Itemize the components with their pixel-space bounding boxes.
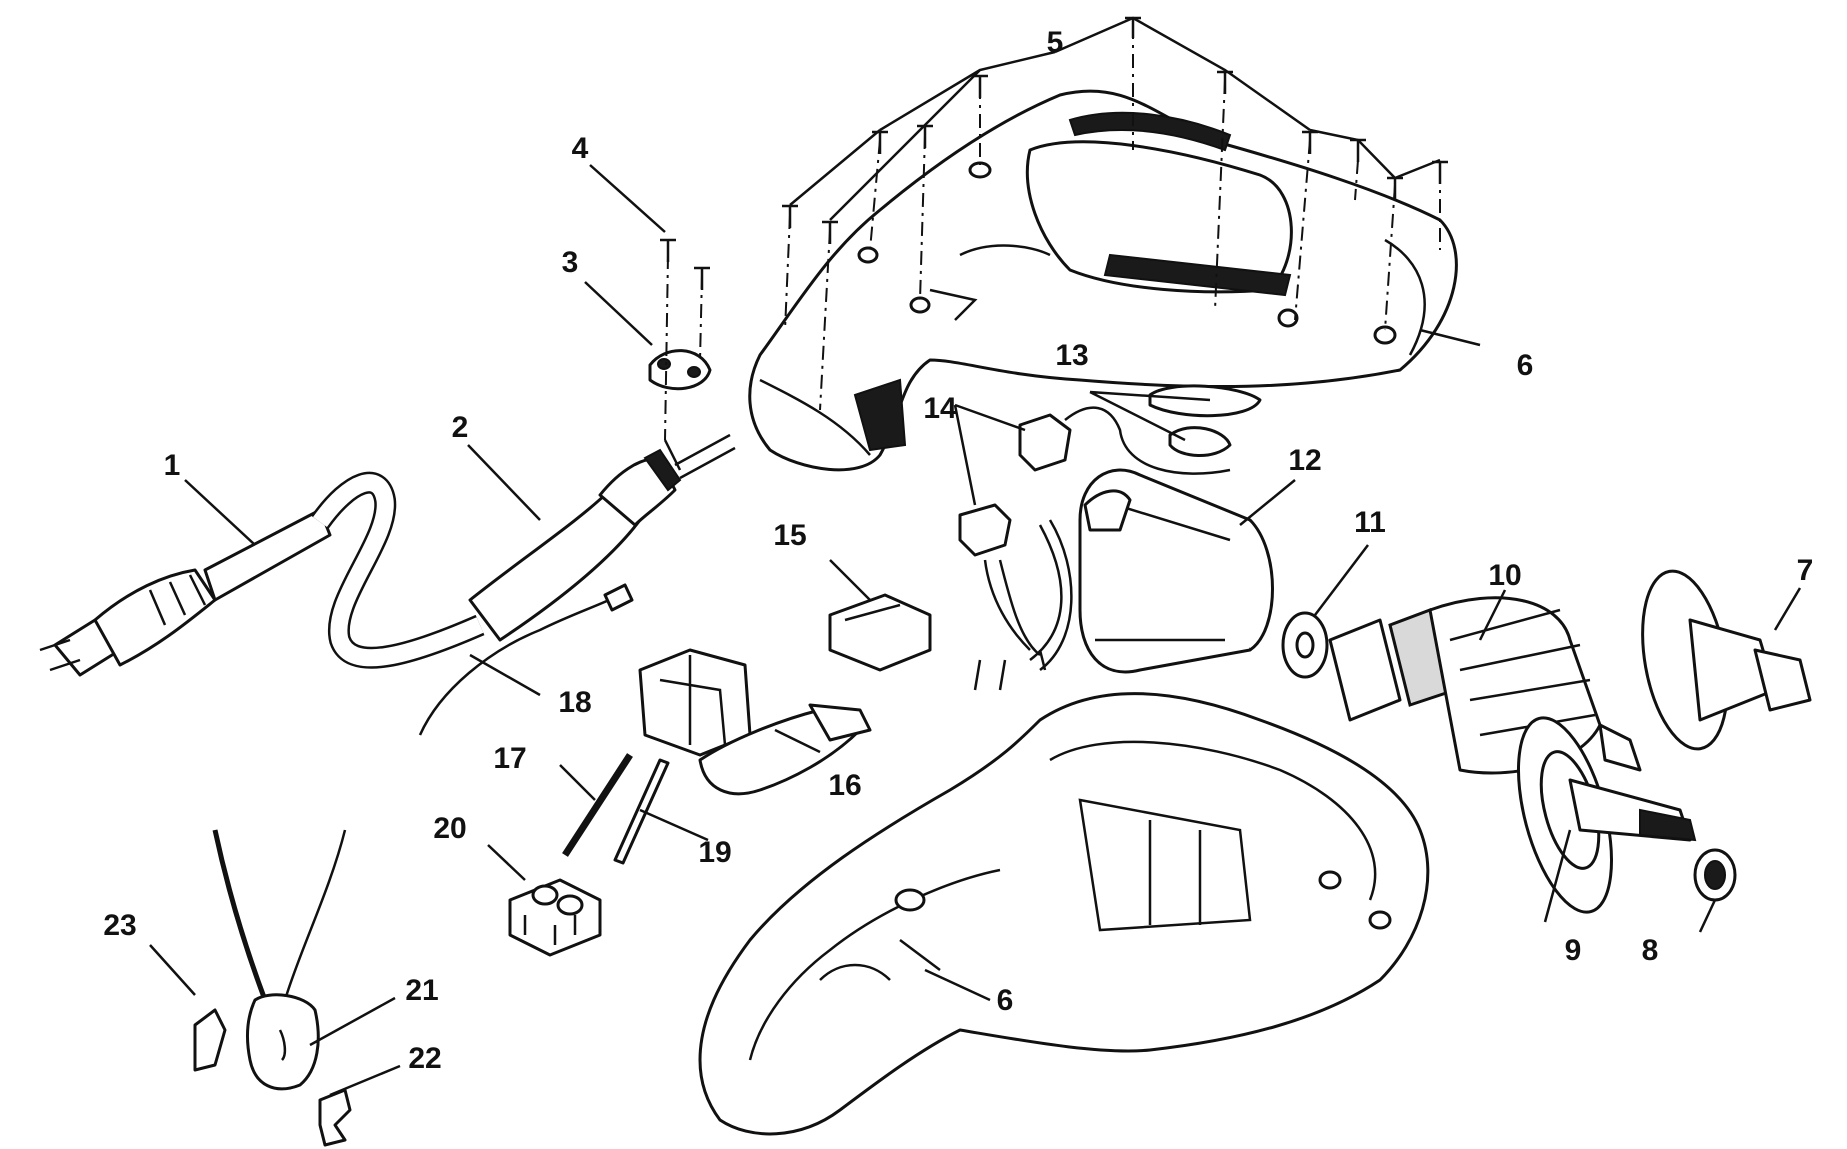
callout-19: 19 bbox=[698, 836, 731, 869]
callout-8: 8 bbox=[1642, 934, 1659, 967]
callout-12: 12 bbox=[1288, 444, 1321, 477]
bearing-11 bbox=[1281, 611, 1329, 679]
gear-9 bbox=[1516, 716, 1697, 914]
callout-2: 2 bbox=[452, 411, 469, 444]
connector-block bbox=[508, 878, 602, 957]
callout-21: 21 bbox=[405, 974, 438, 1007]
callout-4: 4 bbox=[572, 132, 589, 165]
callout-9: 9 bbox=[1565, 934, 1582, 967]
screws-5 bbox=[782, 16, 1448, 411]
clip-23 bbox=[193, 1008, 227, 1072]
plug-22 bbox=[318, 1088, 352, 1147]
wire-18 bbox=[418, 583, 634, 736]
callout-20: 20 bbox=[433, 812, 466, 845]
callout-6-top: 6 bbox=[1517, 349, 1534, 382]
spindle-gear-7 bbox=[1641, 569, 1812, 751]
rod-17 bbox=[562, 753, 633, 857]
housing-bottom-half bbox=[698, 692, 1430, 1136]
switch-16 bbox=[638, 648, 872, 796]
callout-16: 16 bbox=[828, 769, 861, 802]
callout-23: 23 bbox=[103, 909, 136, 942]
field-coil-12 bbox=[1029, 468, 1274, 674]
callout-7: 7 bbox=[1797, 554, 1814, 587]
terminals-14 bbox=[958, 406, 1231, 691]
callout-14: 14 bbox=[923, 392, 957, 425]
leader-lines bbox=[149, 16, 1802, 1097]
callout-5: 5 bbox=[1047, 26, 1064, 59]
callout-22: 22 bbox=[408, 1042, 441, 1075]
callout-1: 1 bbox=[164, 449, 181, 482]
callout-17: 17 bbox=[493, 742, 526, 775]
callout-11: 11 bbox=[1354, 506, 1386, 539]
housing-top-half bbox=[748, 89, 1458, 472]
callout-10: 10 bbox=[1488, 559, 1521, 592]
cord-clamp bbox=[648, 238, 712, 441]
callout-3: 3 bbox=[562, 246, 579, 279]
callout-13: 13 bbox=[1055, 339, 1088, 372]
wire-set-21 bbox=[212, 829, 347, 1091]
callout-18: 18 bbox=[558, 686, 591, 719]
brush-holder-15 bbox=[828, 593, 932, 672]
armature-10 bbox=[1328, 596, 1642, 775]
power-cord bbox=[39, 471, 485, 677]
strain-relief bbox=[468, 433, 736, 642]
callout-6-bottom: 6 bbox=[997, 984, 1014, 1017]
callout-15: 15 bbox=[773, 519, 806, 552]
callouts: 1 2 3 4 5 6 7 8 9 10 11 12 13 14 15 16 1… bbox=[103, 26, 1813, 1075]
bearing-8 bbox=[1693, 848, 1737, 902]
